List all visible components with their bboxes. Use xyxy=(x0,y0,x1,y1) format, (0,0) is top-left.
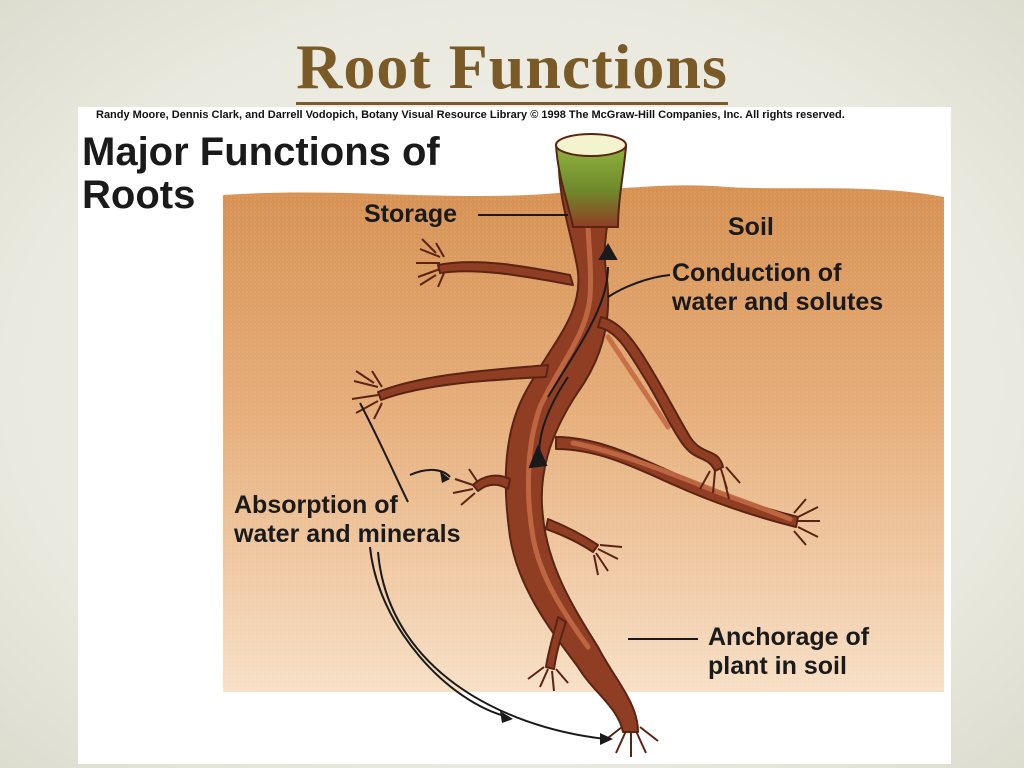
credit-line: Randy Moore, Dennis Clark, and Darrell V… xyxy=(96,109,845,121)
stem-top xyxy=(554,143,628,228)
label-anchorage: Anchorage of plant in soil xyxy=(708,623,870,680)
conduction-arrows xyxy=(528,242,618,469)
label-storage: Storage xyxy=(364,200,458,228)
label-conduction: Conduction of water and solutes xyxy=(672,259,884,316)
label-absorption: Absorption of water and minerals xyxy=(234,491,461,548)
root-functions-figure: Randy Moore, Dennis Clark, and Darrell V… xyxy=(78,107,951,764)
figure-heading: Major Functions of Roots xyxy=(82,130,440,217)
leader-lines xyxy=(359,214,698,740)
label-soil: Soil xyxy=(728,213,774,241)
root-diagram xyxy=(223,133,944,757)
root-hairs xyxy=(351,238,820,757)
root-highlights xyxy=(525,164,793,650)
arrowheads xyxy=(440,471,613,745)
slide-title: Root Functions xyxy=(0,30,1024,105)
